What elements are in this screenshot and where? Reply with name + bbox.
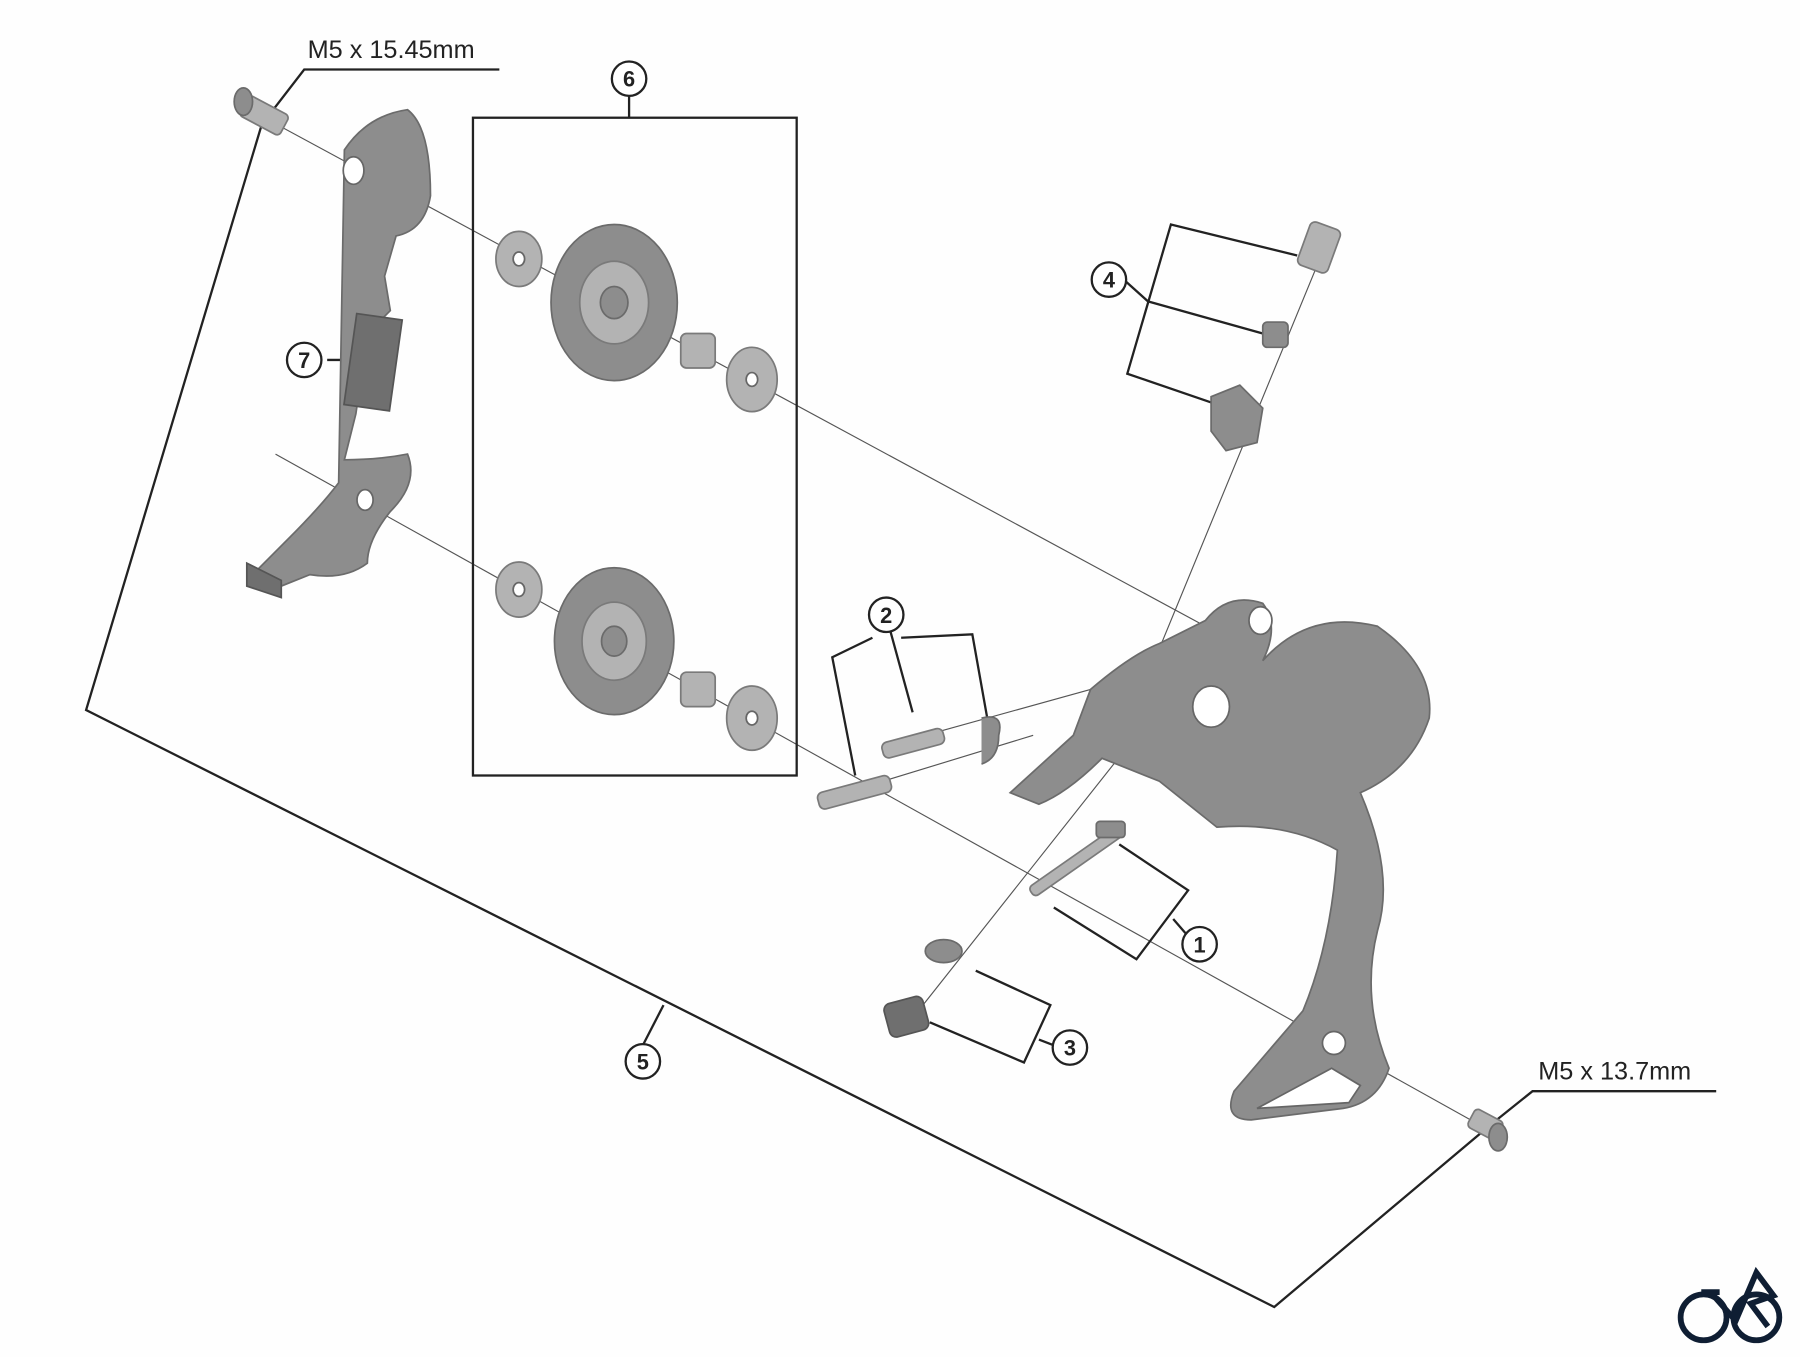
bottom-pivot-bolt bbox=[1467, 1108, 1509, 1152]
inner-cage-plate bbox=[245, 108, 432, 599]
top-pivot-bolt bbox=[233, 87, 289, 136]
mounting-bolt-set bbox=[883, 938, 963, 1038]
stopper-screw-set bbox=[1029, 820, 1126, 897]
svg-text:6: 6 bbox=[623, 67, 635, 92]
cable-adjuster bbox=[1210, 221, 1342, 452]
upper-pulley-set bbox=[495, 223, 779, 413]
lower-pulley-set bbox=[495, 561, 779, 752]
callout-2: 2 bbox=[867, 596, 905, 634]
bicycle-logo-icon bbox=[1677, 1266, 1783, 1344]
svg-text:2: 2 bbox=[880, 603, 892, 628]
top-bolt-dimension-label: M5 x 15.45mm bbox=[308, 36, 475, 64]
callout-leaders bbox=[84, 68, 1717, 1309]
svg-text:3: 3 bbox=[1064, 1036, 1076, 1061]
callout-3: 3 bbox=[1051, 1029, 1089, 1066]
callout-5: 5 bbox=[624, 1042, 662, 1080]
derailleur-body bbox=[1008, 599, 1431, 1121]
svg-text:5: 5 bbox=[637, 1049, 649, 1074]
bottom-bolt-dimension-label: M5 x 13.7mm bbox=[1538, 1058, 1691, 1086]
callout-1: 1 bbox=[1181, 925, 1218, 963]
svg-text:7: 7 bbox=[298, 348, 310, 373]
b-tension-pins bbox=[816, 716, 1001, 810]
svg-text:1: 1 bbox=[1194, 932, 1206, 957]
svg-text:4: 4 bbox=[1103, 268, 1115, 293]
callout-7: 7 bbox=[285, 341, 323, 379]
callout-4: 4 bbox=[1090, 261, 1128, 298]
callout-6: 6 bbox=[610, 60, 648, 98]
